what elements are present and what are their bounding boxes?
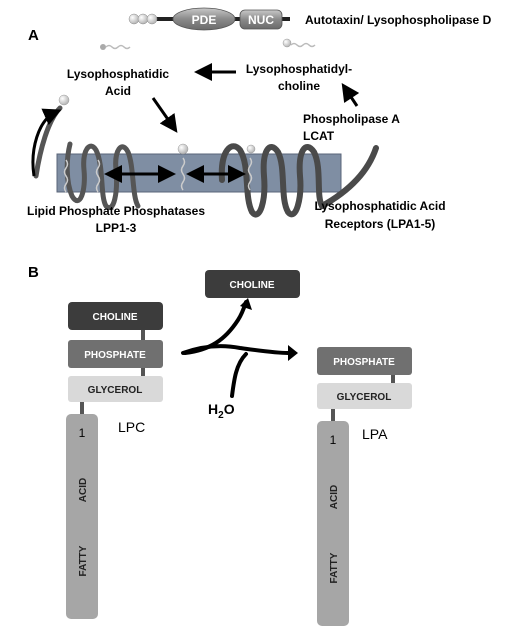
enzyme-ball-icon [128,13,140,25]
lpp-label-line2: LPP1-3 [96,221,137,235]
autotaxin-label: Autotaxin/ Lysophospholipase D [305,13,492,27]
membrane-lpa-ball-icon [177,143,189,155]
lpa-label-line2: Acid [105,84,131,98]
lpa-fatty-text: FATTY [329,552,340,583]
pla-arrow [341,83,360,107]
lpc-choline-box [68,302,163,330]
autotaxin-enzyme: PDE NUC [128,7,290,31]
lpa-phosphate-text: PHOSPHATE [333,357,395,368]
product-choline-text: CHOLINE [230,280,275,291]
reaction-arrowhead-up [240,298,252,310]
lpp-hook-arrow [31,108,62,177]
membrane-lpa-ball-icon [246,144,256,154]
lpc-fatty-text: FATTY [78,545,89,576]
membrane-lipid-icon [63,157,253,193]
lpc-phosphate-box [68,340,163,368]
lpa-ball-icon [58,94,70,106]
lpa-to-membrane-arrow [151,97,178,133]
lipid-molecule-icon [282,38,316,48]
lpa-label-line1: Lysophosphatidic [67,67,170,81]
lpc-position-1: 1 [79,426,86,440]
lpp-label-line1: Lipid Phosphate Phosphatases [27,204,205,218]
lpc-label-line1: Lysophosphatidyl- [246,62,352,76]
lpa-acid-text: ACID [329,485,340,509]
lpc-glycerol-box [68,376,163,402]
lpa-position-1: 1 [330,433,337,447]
lipid-molecule-icon [100,44,131,50]
receptor-label-line2: Receptors (LPA1-5) [325,217,435,231]
pde-domain-label: PDE [192,13,217,27]
nuc-domain [239,9,283,30]
reaction-arrowhead-right [288,345,298,361]
pde-domain [172,7,236,31]
reaction-arrows [181,300,290,398]
panel-a-letter: A [28,27,39,44]
pla-label-line1: Phospholipase A [303,112,400,126]
lpc-name: LPC [118,419,145,435]
receptor-label-line1: Lysophosphatidic Acid [314,199,445,213]
lpa-glycerol-text: GLYCEROL [337,392,392,403]
lpa-fatty-acid-chain [317,421,349,626]
pla-label-line2: LCAT [303,129,335,143]
lpc-fatty-acid-chain [66,414,98,619]
lpa-phosphate-box [317,347,412,375]
lpa-name: LPA [362,426,388,442]
lpc-phosphate-text: PHOSPHATE [84,350,146,361]
lpc-choline-text: CHOLINE [93,312,138,323]
lpc-glycerol-text: GLYCEROL [88,385,143,396]
panel-b-letter: B [28,264,39,281]
lpa-molecule: PHOSPHATE GLYCEROL 1 ACID FATTY LPA [317,347,412,626]
enzyme-ball-icon [146,13,158,25]
product-choline-box [205,270,300,298]
nuc-domain-label: NUC [248,13,274,27]
enzyme-ball-icon [137,13,149,25]
lpc-molecule: CHOLINE PHOSPHATE GLYCEROL 1 ACID FATTY … [66,302,163,619]
water-label: H2O [208,401,235,421]
lpa-glycerol-box [317,383,412,409]
lpc-acid-text: ACID [78,478,89,502]
lpc-label-line2: choline [278,79,320,93]
